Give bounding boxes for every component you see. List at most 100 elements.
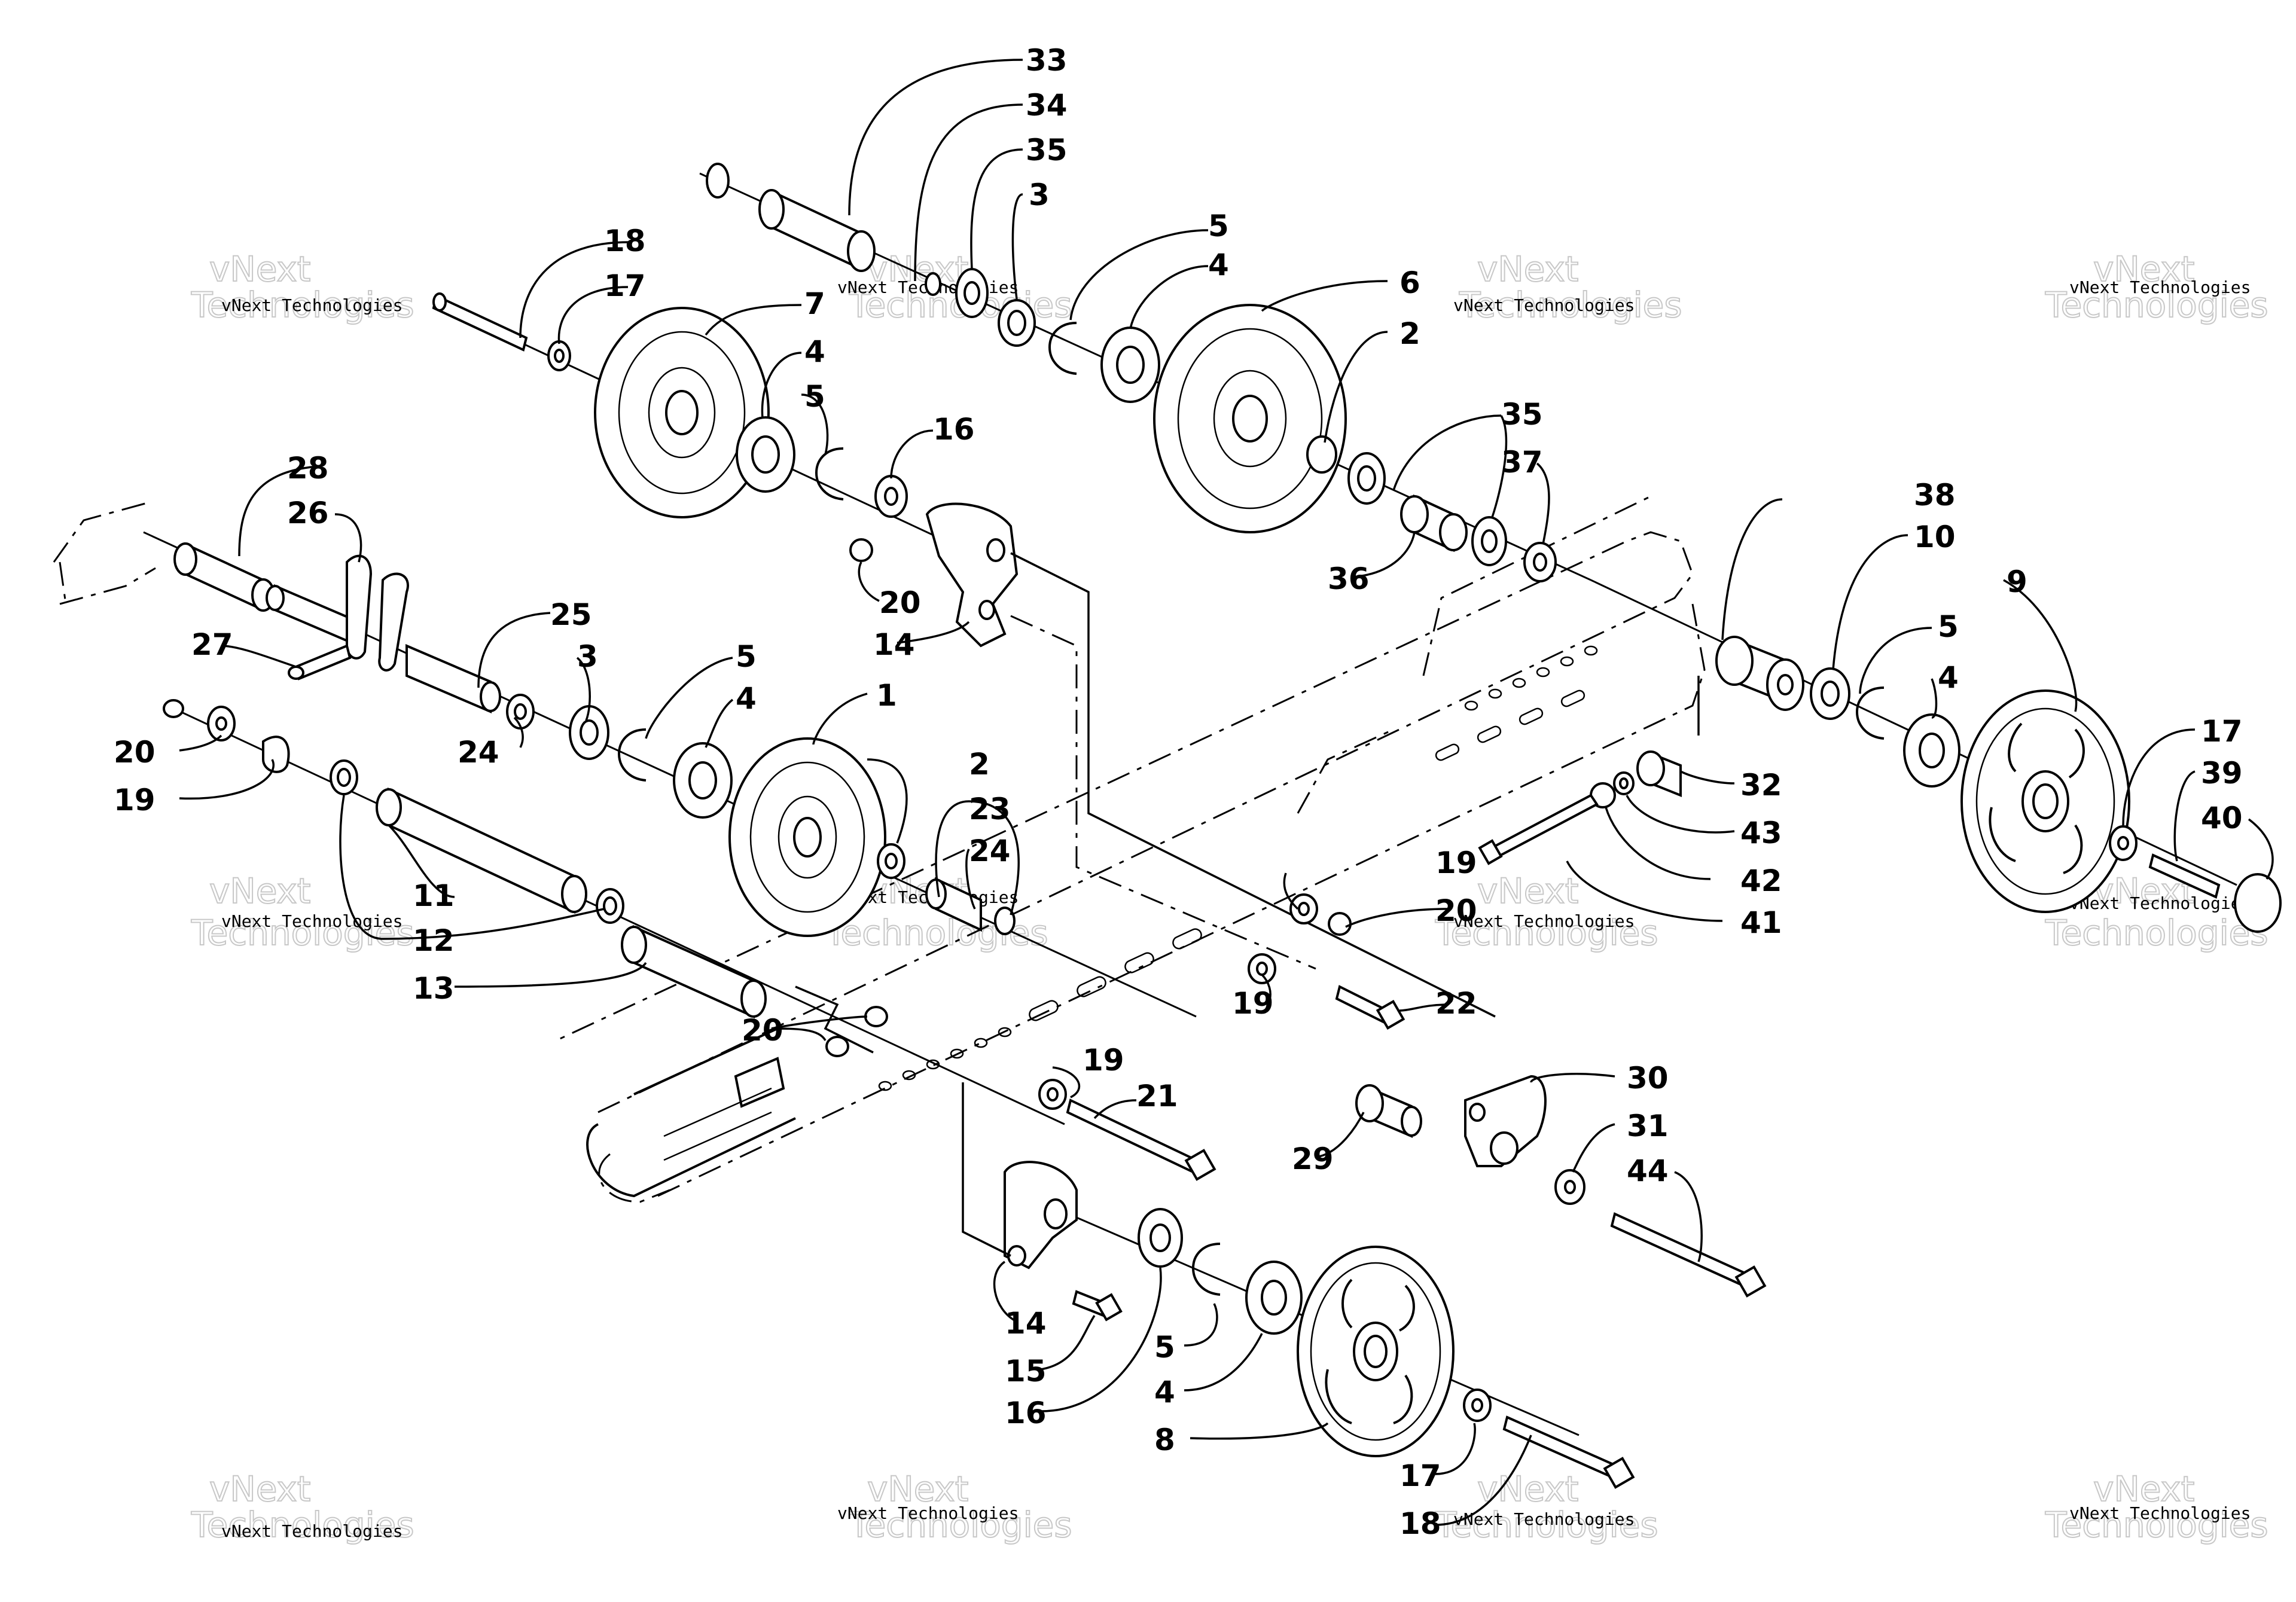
- frame-section-left: [53, 501, 156, 605]
- watermark-text: vNext Technologies: [837, 1503, 1019, 1523]
- callout-24: 24: [458, 735, 499, 770]
- watermark-big-bottom: Technologies: [191, 285, 414, 325]
- callout-35: 35: [1026, 133, 1068, 167]
- callout-4: 4: [1208, 248, 1229, 282]
- callout-44: 44: [1627, 1154, 1669, 1188]
- watermark-text: vNext Technologies: [221, 911, 403, 931]
- callout-14: 14: [873, 627, 915, 662]
- callout-28: 28: [287, 451, 329, 486]
- watermark-big-bottom: Technologies: [2045, 1505, 2268, 1545]
- watermark-big-bottom: Technologies: [849, 1505, 1072, 1545]
- callout-10: 10: [1914, 520, 1956, 554]
- watermark-big-top: vNext: [867, 1469, 968, 1509]
- lower-wheel-8-assembly: [962, 1082, 1635, 1489]
- watermark-top-right-2: vNext Technologies vNext Technologies: [2044, 248, 2269, 326]
- callout-16: 16: [933, 412, 975, 447]
- callout-11: 11: [413, 878, 455, 913]
- callout-4: 4: [1154, 1375, 1175, 1409]
- callout-43: 43: [1740, 816, 1782, 850]
- callout-42: 42: [1740, 863, 1782, 898]
- watermark-bottom-center: vNext Technologies vNext Technologies: [837, 1468, 1073, 1546]
- watermark-big-top: vNext: [209, 1469, 310, 1509]
- watermark-bottom-right-1: vNext Technologies vNext Technologies: [1434, 1468, 1659, 1546]
- callout-32: 32: [1740, 768, 1782, 802]
- rail-holes: [878, 645, 1598, 1091]
- callout-31: 31: [1627, 1109, 1669, 1143]
- callout-36: 36: [1328, 562, 1370, 596]
- callout-37: 37: [1501, 445, 1543, 480]
- callout-2: 2: [969, 747, 990, 782]
- watermark-big-bottom: Technologies: [191, 913, 414, 953]
- watermark-big-bottom: Technologies: [2045, 285, 2268, 325]
- callout-17: 17: [604, 268, 646, 303]
- slide-rail: [556, 495, 1706, 1203]
- bolt-21: [1038, 1079, 1216, 1181]
- callout-5: 5: [804, 379, 825, 414]
- callout-22: 22: [1435, 986, 1477, 1021]
- callout-6: 6: [1399, 266, 1420, 300]
- leader-lines: [179, 59, 2274, 1526]
- callout-35: 35: [1501, 397, 1543, 432]
- callout-1: 1: [876, 678, 897, 713]
- callout-18: 18: [604, 224, 646, 258]
- torque-arm-mount-assembly: [1355, 1075, 1767, 1298]
- callout-19: 19: [114, 783, 155, 817]
- watermark-text: vNext Technologies: [2069, 893, 2251, 913]
- callout-5: 5: [1938, 609, 1959, 644]
- callout-27: 27: [191, 627, 233, 662]
- rear-cross-shaft: [163, 699, 1065, 1125]
- callout-24: 24: [969, 834, 1011, 868]
- watermark-bottom-left: vNext Technologies vNext Technologies: [190, 1468, 415, 1546]
- watermark-big-top: vNext: [209, 249, 310, 289]
- watermark-text: vNext Technologies: [1453, 1509, 1635, 1529]
- idler-wheel-7: [432, 292, 1017, 575]
- callout-4: 4: [1938, 660, 1959, 695]
- callout-16: 16: [1005, 1396, 1047, 1430]
- watermark-big-bottom: Technologies: [1435, 1505, 1658, 1545]
- idler-wheel-1: [728, 737, 1016, 937]
- rear-wheel-9-assembly: [1478, 579, 2282, 933]
- callout-labels: 33 34 35 3 5 4 6 2 35 37 36 18 17 7 4 5 …: [114, 43, 2243, 1541]
- watermark-text: vNext Technologies: [2069, 277, 2251, 297]
- callout-18: 18: [1399, 1506, 1441, 1541]
- watermark-big-top: vNext: [1477, 1469, 1578, 1509]
- callout-33: 33: [1026, 43, 1068, 78]
- callout-30: 30: [1627, 1061, 1669, 1096]
- callout-38: 38: [1914, 478, 1956, 512]
- idler-wheel-6: [1153, 304, 1557, 582]
- callout-41: 41: [1740, 905, 1782, 940]
- watermark-top-right-1: vNext Technologies vNext Technologies: [1453, 248, 1683, 326]
- callout-15: 15: [1005, 1354, 1047, 1389]
- watermark-big-bottom: Technologies: [2045, 913, 2268, 953]
- callout-3: 3: [1029, 178, 1050, 212]
- callout-25: 25: [550, 597, 592, 632]
- watermark-bottom-right-2: vNext Technologies vNext Technologies: [2044, 1468, 2269, 1546]
- callout-5: 5: [736, 639, 757, 674]
- callout-13: 13: [413, 971, 455, 1006]
- callout-26: 26: [287, 496, 329, 530]
- callout-19: 19: [1435, 846, 1477, 880]
- callout-5: 5: [1154, 1330, 1175, 1365]
- callout-20: 20: [879, 585, 921, 620]
- callout-7: 7: [804, 286, 825, 321]
- watermark-text: vNext Technologies: [221, 1521, 403, 1541]
- callout-20: 20: [1435, 893, 1477, 928]
- callout-8: 8: [1154, 1423, 1175, 1457]
- callout-12: 12: [413, 923, 455, 958]
- callout-19: 19: [1232, 986, 1274, 1021]
- callout-2: 2: [1399, 316, 1420, 351]
- watermark-big-bottom: Technologies: [1435, 913, 1658, 953]
- watermark-text: vNext Technologies: [2069, 1503, 2251, 1523]
- watermark-big-top: vNext: [2093, 1469, 2194, 1509]
- center-bolts: [1248, 893, 1405, 1030]
- watermark-text: vNext Technologies: [221, 295, 403, 315]
- watermark-text: vNext Technologies: [1453, 295, 1635, 315]
- callout-17: 17: [2201, 714, 2243, 749]
- upper-axle-assembly: [699, 163, 1591, 581]
- mount-bracket-14-upper: [849, 502, 1496, 1018]
- callout-23: 23: [969, 792, 1011, 826]
- callout-40: 40: [2201, 801, 2243, 835]
- callout-34: 34: [1026, 88, 1068, 123]
